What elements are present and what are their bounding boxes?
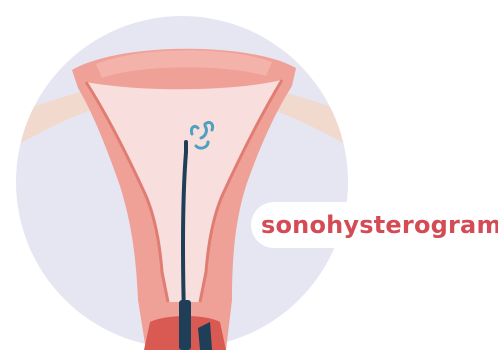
procedure-label-text: sonohysterogram (261, 213, 498, 237)
catheter-base (179, 300, 191, 350)
procedure-label: sonohysterogram (251, 202, 498, 248)
